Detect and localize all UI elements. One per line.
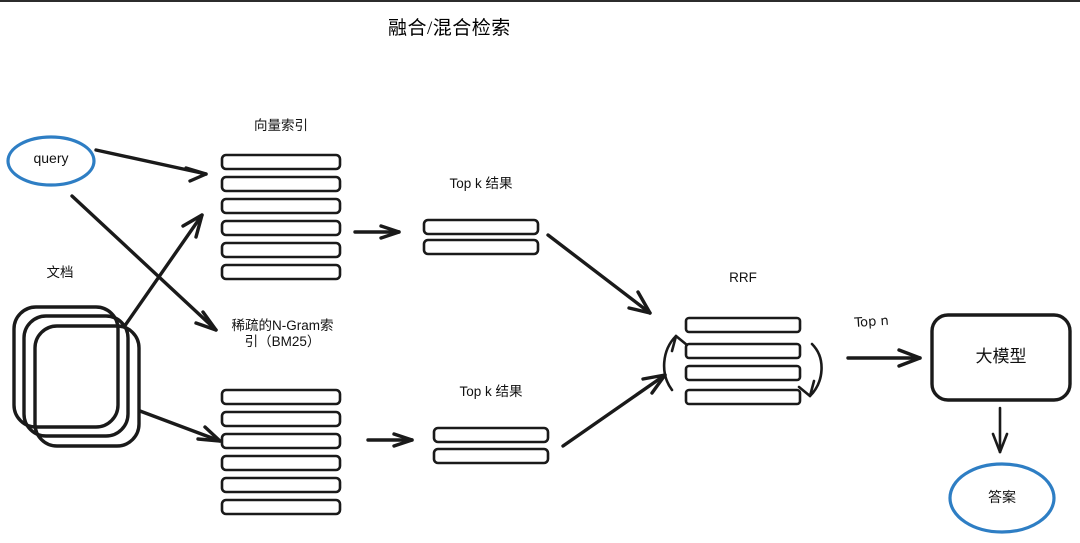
rrf-label: RRF [729, 270, 757, 285]
edge-llm-to-answer [991, 406, 1009, 454]
topk-upper-label: Top k 结果 [449, 176, 513, 191]
edge-topk-lower-to-rrf [561, 373, 667, 448]
llm-label: 大模型 [975, 347, 1027, 366]
rrf-curve-up-icon [662, 334, 689, 392]
edge-vector-index-to-topk-upper [353, 224, 401, 240]
edge-query-to-vector-index [94, 148, 208, 183]
edge-documents-to-sparse-index [138, 409, 222, 443]
edge-documents-to-vector-index [122, 213, 204, 329]
answer-label: 答案 [988, 489, 1016, 505]
llm-node[interactable] [930, 313, 1072, 402]
top-rule [0, 0, 1080, 2]
documents-label: 文档 [46, 265, 74, 280]
vector-index-label: 向量索引 [254, 118, 308, 133]
answer-node[interactable] [948, 462, 1056, 534]
sparse-index-bars [220, 388, 342, 516]
edge-rrf-to-llm [846, 348, 922, 368]
topk-lower-bars [432, 426, 550, 465]
query-label: query [33, 150, 69, 166]
edge-sparse-index-to-topk-lower [366, 432, 414, 448]
topk-upper-bars [422, 218, 540, 256]
rrf-curve-down-icon [797, 342, 823, 398]
edge-query-to-sparse-index [70, 194, 218, 332]
vector-index-bars [220, 153, 342, 281]
edge-topk-upper-to-rrf [546, 233, 652, 315]
sparse-index-label: 稀疏的N-Gram索 引（BM25） [231, 318, 334, 349]
top-n-edge-label: Top n [853, 313, 890, 332]
query-node[interactable] [6, 135, 96, 187]
page-title: 融合/混合检索 [388, 18, 511, 39]
rrf-bars [684, 316, 802, 406]
topk-lower-label: Top k 结果 [459, 384, 523, 399]
documents-stack-icon [12, 305, 141, 448]
